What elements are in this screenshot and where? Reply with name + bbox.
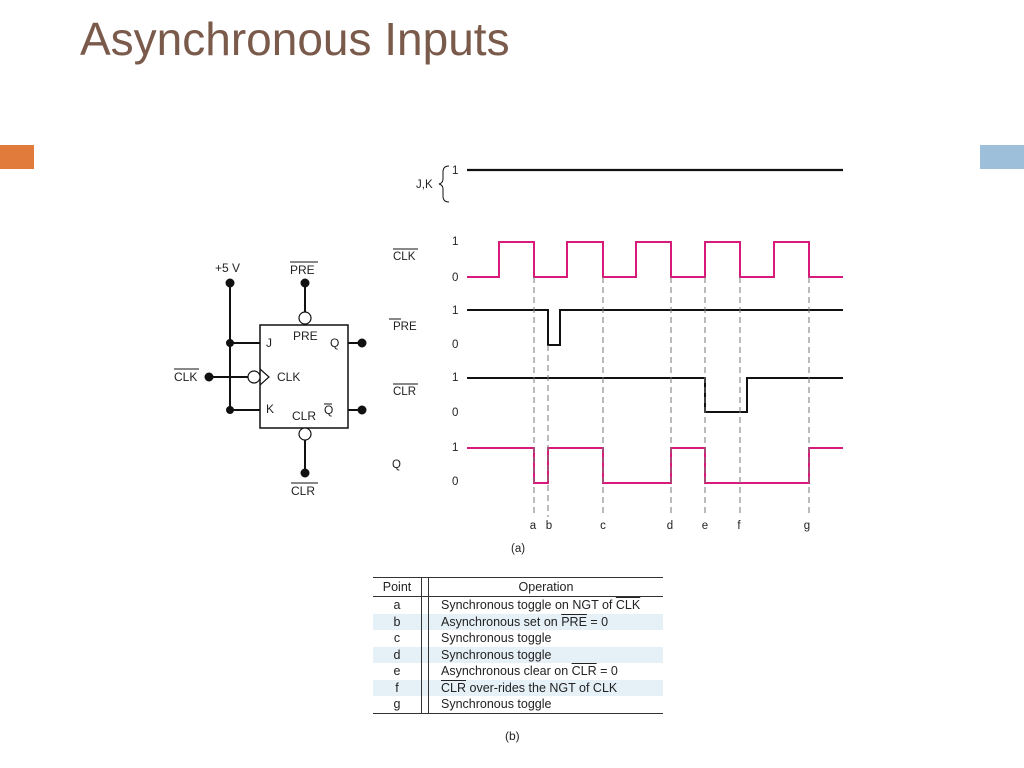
clr-level-high: 1 [452, 372, 458, 384]
pre-level-low: 0 [452, 339, 458, 351]
table-row: b Asynchronous set on PRE = 0 [373, 613, 663, 630]
q-level-high: 1 [452, 442, 458, 454]
point-e-label: e [702, 520, 708, 532]
table-row: g Synchronous toggle [373, 696, 663, 714]
pre-bubble [298, 311, 312, 325]
pre-waveform [467, 309, 843, 346]
q-waveform [467, 447, 843, 484]
row-operation: Asynchronous set on PRE = 0 [428, 613, 663, 630]
pre-signal-label: PRE [393, 321, 417, 333]
j-label: J [266, 336, 272, 350]
pre-top-label: PRE [290, 263, 315, 277]
clr-waveform [467, 377, 843, 413]
point-c-label: c [600, 520, 606, 532]
vcc-label: +5 V [215, 261, 240, 275]
table-header-row: Point Operation [373, 577, 663, 597]
clk-edge-triangle [259, 368, 270, 386]
qbar-output-node [357, 405, 367, 415]
q-signal-label: Q [392, 459, 401, 471]
accent-bar-left [0, 145, 34, 169]
clr-level-low: 0 [452, 407, 458, 419]
clr-bottom-label: CLR [291, 484, 315, 498]
row-point: d [373, 646, 422, 663]
clr-node [300, 468, 310, 478]
row-operation: Synchronous toggle [428, 696, 663, 714]
clr-signal-label: CLR [393, 386, 416, 398]
table-row: d Synchronous toggle [373, 646, 663, 663]
row-point: a [373, 596, 422, 614]
row-operation: Asynchronous clear on CLR = 0 [441, 664, 618, 678]
qbar-label: Q [324, 403, 333, 417]
pre-level-high: 1 [452, 305, 458, 317]
accent-bar-right [980, 145, 1024, 169]
row-point: e [373, 663, 422, 680]
row-operation: Synchronous toggle [428, 646, 663, 663]
row-point: b [373, 613, 422, 630]
row-operation: Synchronous toggle [441, 631, 552, 645]
clr-inner-label: CLR [292, 409, 316, 423]
k-label: K [266, 402, 274, 416]
jk-level-1: 1 [452, 165, 458, 177]
table-caption: (b) [505, 729, 520, 743]
pre-inner-label: PRE [293, 329, 318, 343]
clk-bubble [247, 370, 261, 384]
row-operation: Synchronous toggle on NGT of CLK [441, 598, 641, 612]
slide-title: Asynchronous Inputs [80, 13, 510, 65]
point-f-label: f [737, 520, 741, 532]
row-point: g [373, 696, 422, 714]
clk-pin-label: CLK [277, 370, 300, 384]
table-row: a Synchronous toggle on NGT of CLK [373, 596, 663, 614]
clr-bubble [298, 427, 312, 441]
row-operation: CLR over-rides the NGT of CLK [428, 679, 663, 696]
clk-level-low: 0 [452, 272, 458, 284]
point-a-label: a [530, 520, 537, 532]
clk-waveform [467, 241, 843, 278]
jk-label: J,K [416, 179, 433, 191]
row-point: c [373, 630, 422, 647]
table-row: f CLR over-rides the NGT of CLK [373, 679, 663, 696]
point-b-label: b [546, 520, 552, 532]
q-output-node [357, 338, 367, 348]
jk-flip-flop-circuit [174, 261, 367, 484]
header-point: Point [373, 577, 422, 597]
header-operation: Operation [428, 577, 663, 597]
vcc-node [225, 278, 235, 288]
jk-brace [438, 165, 450, 203]
clk-level-high: 1 [452, 236, 458, 248]
point-g-label: g [804, 520, 810, 532]
row-point: f [373, 679, 422, 696]
table-row: c Synchronous toggle [373, 630, 663, 647]
timing-caption: (a) [511, 543, 525, 555]
q-level-low: 0 [452, 476, 458, 488]
operation-table: Point Operation a Synchronous toggle on … [373, 577, 663, 714]
q-label: Q [330, 336, 339, 350]
clk-input-label: CLK [174, 370, 197, 384]
point-d-label: d [667, 520, 673, 532]
table-row: e Asynchronous clear on CLR = 0 [373, 663, 663, 680]
clk-signal-label: CLK [393, 251, 416, 263]
